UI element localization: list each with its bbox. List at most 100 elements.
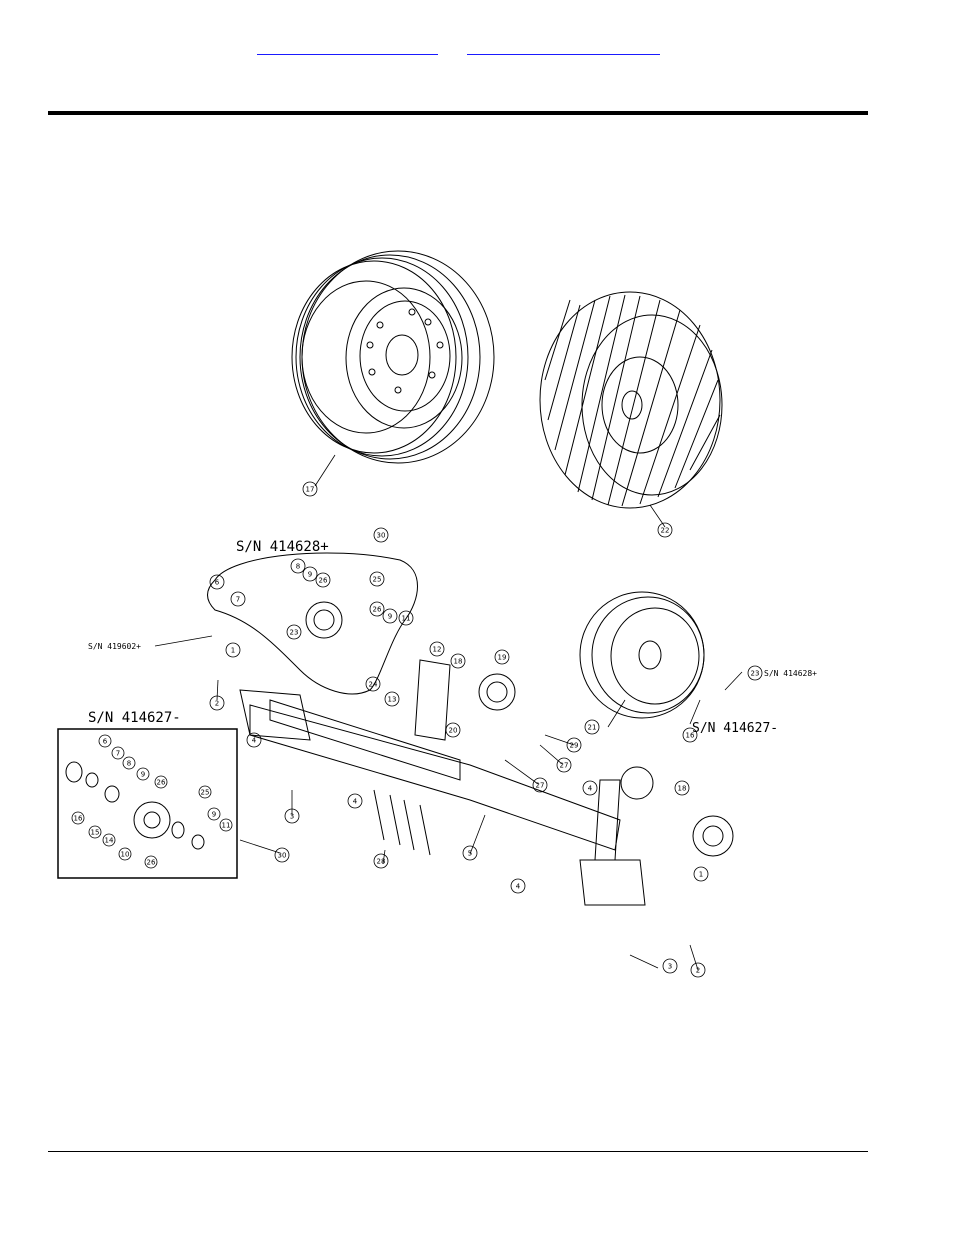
callout-8-inset: 8	[123, 757, 135, 769]
callout-1-right: 1	[694, 867, 708, 881]
svg-text:9: 9	[212, 811, 216, 819]
callout-7-top: 7	[231, 592, 245, 606]
callout-23-right: 23	[748, 666, 762, 680]
svg-text:27: 27	[536, 782, 545, 790]
callout-30-top: 30	[374, 528, 388, 542]
svg-text:26: 26	[147, 859, 156, 867]
callout-21: 21	[585, 720, 599, 734]
svg-text:15: 15	[91, 829, 100, 837]
callout-18-right: 18	[675, 781, 689, 795]
sn-note-axle-side: S/N 419602+	[88, 642, 141, 651]
sn-note-wheel-stud: S/N 414627-	[692, 721, 778, 736]
tire-22-drawing	[540, 292, 722, 508]
sn-note-top-kit: S/N 414628+	[236, 539, 329, 555]
callout-4-d: 4	[511, 879, 525, 893]
svg-text:6: 6	[103, 738, 108, 746]
callout-25-top: 25	[370, 572, 384, 586]
callout-23-top: 23	[287, 625, 301, 639]
header-link-1[interactable]	[257, 40, 438, 55]
svg-text:18: 18	[678, 785, 687, 793]
callout-22: 22	[658, 523, 672, 537]
svg-text:4: 4	[353, 798, 358, 806]
svg-text:9: 9	[308, 571, 312, 579]
svg-text:8: 8	[296, 563, 300, 571]
callout-27-b: 27	[557, 758, 571, 772]
svg-text:3: 3	[290, 813, 294, 821]
svg-text:13: 13	[388, 696, 397, 704]
svg-text:30: 30	[377, 532, 386, 540]
kit-30-inset-box	[58, 729, 237, 878]
tire-17-drawing	[292, 251, 494, 463]
sn-note-wheel-bolt: S/N 414628+	[764, 669, 817, 678]
callout-9-top: 9	[303, 567, 317, 581]
svg-text:2: 2	[215, 700, 219, 708]
svg-text:26: 26	[319, 577, 328, 585]
svg-text:9: 9	[141, 771, 145, 779]
callout-6-inset: 6	[99, 735, 111, 747]
callout-9b-top: 9	[383, 609, 397, 623]
callout-4-b: 4	[348, 794, 362, 808]
callout-7-inset: 7	[112, 747, 124, 759]
svg-text:7: 7	[236, 596, 240, 604]
exploded-parts-diagram: 17 22 30 6 7 8 9 26 25 26 9 11 23 24 1 2…	[52, 226, 828, 988]
svg-text:19: 19	[498, 654, 507, 662]
footer-rule	[48, 1151, 868, 1152]
svg-text:5: 5	[468, 850, 472, 858]
callout-27-a: 27	[533, 778, 547, 792]
callout-26b-inset: 26	[145, 856, 157, 868]
svg-text:21: 21	[588, 724, 597, 732]
callout-10-inset: 10	[119, 848, 131, 860]
svg-text:28: 28	[377, 858, 386, 866]
callout-15-inset: 15	[89, 826, 101, 838]
svg-text:25: 25	[373, 576, 382, 584]
callout-17: 17	[303, 482, 317, 496]
svg-text:29: 29	[570, 742, 579, 750]
svg-text:3: 3	[668, 963, 672, 971]
svg-text:11: 11	[402, 615, 411, 623]
header-link-2[interactable]	[467, 40, 660, 55]
callout-19: 19	[495, 650, 509, 664]
callout-9b-inset: 9	[208, 808, 220, 820]
callout-14-inset: 14	[103, 834, 115, 846]
svg-text:2: 2	[696, 967, 700, 975]
callout-11-inset: 11	[220, 819, 232, 831]
callout-13: 13	[385, 692, 399, 706]
svg-text:4: 4	[588, 785, 593, 793]
callout-29: 29	[567, 738, 581, 752]
callout-30-bottom: 30	[275, 848, 289, 862]
callout-26-inset: 26	[155, 776, 167, 788]
callout-1-left: 1	[226, 643, 240, 657]
svg-text:1: 1	[699, 871, 703, 879]
svg-text:11: 11	[222, 822, 231, 830]
callout-24: 24	[366, 677, 380, 691]
svg-text:4: 4	[252, 737, 257, 745]
svg-text:17: 17	[306, 486, 315, 494]
callout-8-top: 8	[291, 559, 305, 573]
svg-text:22: 22	[661, 527, 670, 535]
svg-text:8: 8	[127, 760, 131, 768]
svg-text:25: 25	[201, 789, 210, 797]
svg-text:10: 10	[121, 851, 130, 859]
svg-text:14: 14	[105, 837, 114, 845]
callout-28: 28	[374, 854, 388, 868]
callout-11-top: 11	[399, 611, 413, 625]
svg-text:27: 27	[560, 762, 569, 770]
callout-25-inset: 25	[199, 786, 211, 798]
rim-21-drawing	[580, 592, 704, 718]
callout-16-inset: 16	[72, 812, 84, 824]
callout-5: 5	[463, 846, 477, 860]
header-rule	[48, 111, 868, 115]
svg-text:9: 9	[388, 613, 392, 621]
svg-text:23: 23	[751, 670, 760, 678]
callout-4-c: 4	[583, 781, 597, 795]
svg-text:26: 26	[373, 606, 382, 614]
sn-note-bottom-kit: S/N 414627-	[88, 710, 181, 726]
callout-26-top: 26	[316, 573, 330, 587]
callout-20: 20	[446, 723, 460, 737]
svg-text:24: 24	[369, 681, 378, 689]
svg-text:18: 18	[454, 658, 463, 666]
callout-12: 12	[430, 642, 444, 656]
callout-18-top: 18	[451, 654, 465, 668]
svg-text:26: 26	[157, 779, 166, 787]
svg-text:7: 7	[116, 750, 120, 758]
